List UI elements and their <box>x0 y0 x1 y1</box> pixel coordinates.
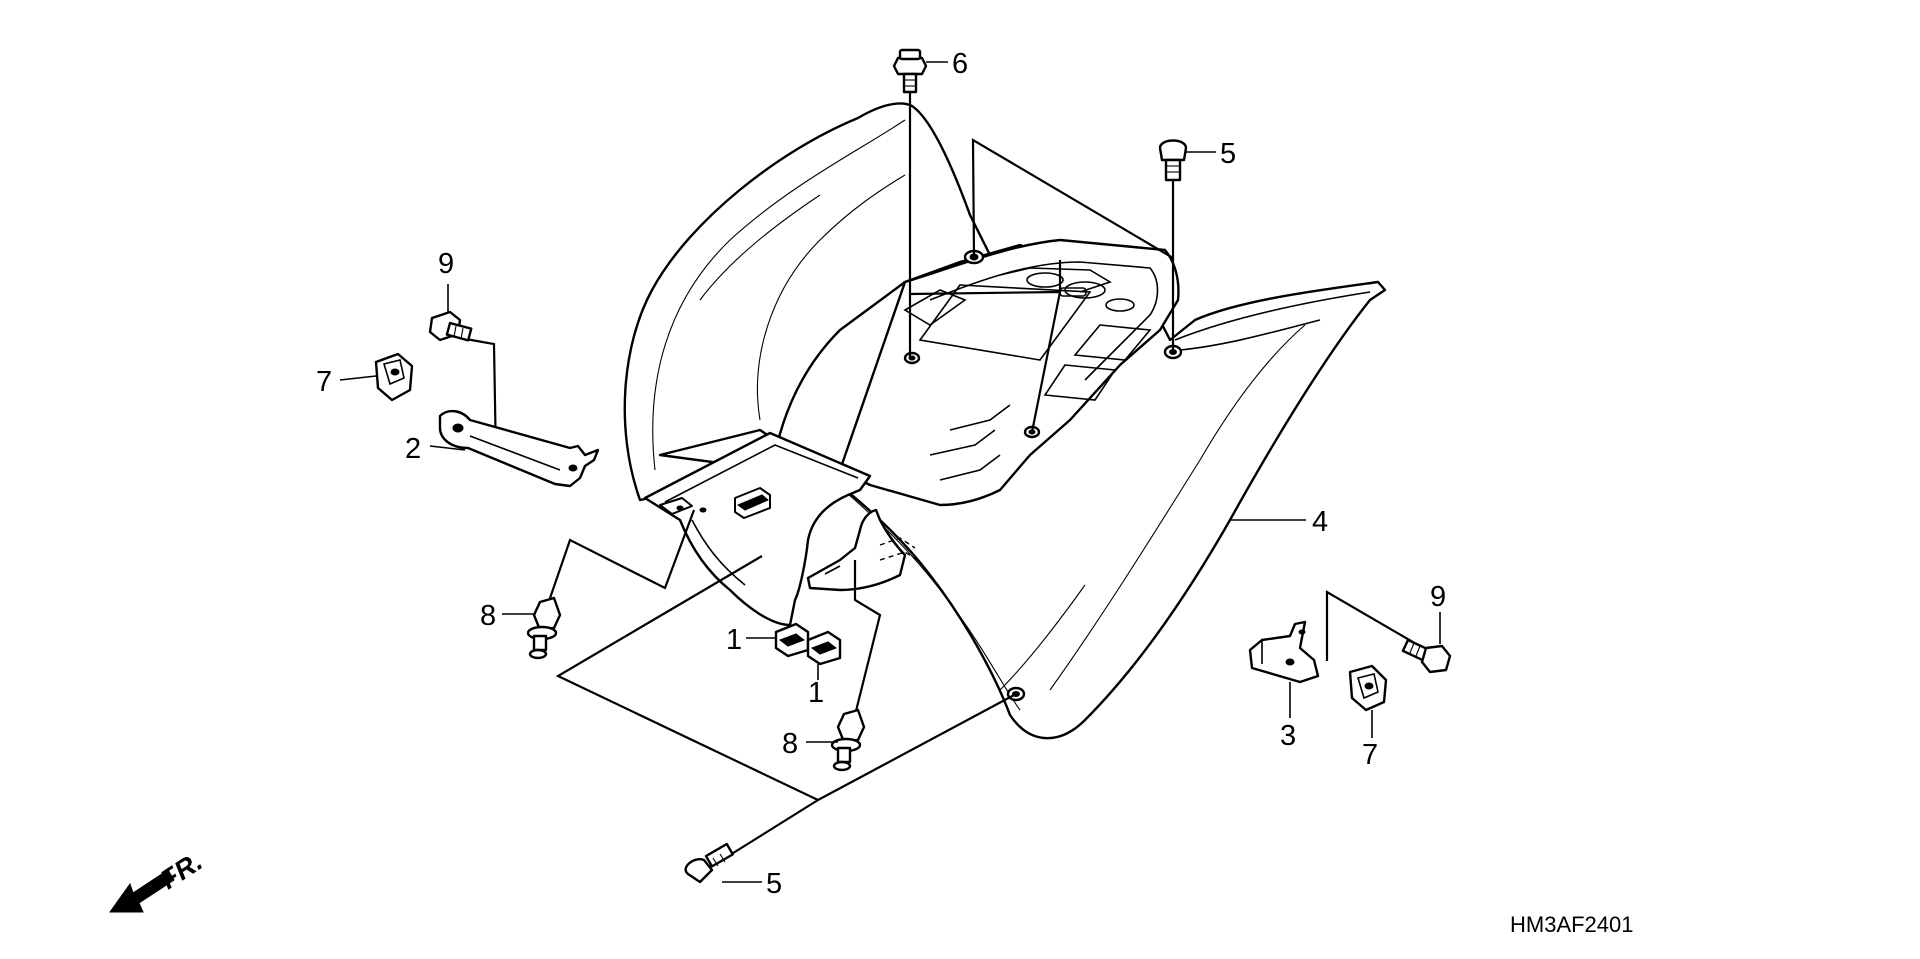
bolt-6[interactable] <box>892 48 928 94</box>
callout-8-right: 8 <box>782 728 798 760</box>
clip-nut-7-right[interactable] <box>1348 664 1388 712</box>
drawing-code: HM3AF2401 <box>1510 912 1634 937</box>
callout-1-left: 1 <box>726 624 742 656</box>
bracket-3[interactable] <box>1248 620 1320 684</box>
callout-9-right: 9 <box>1430 581 1446 613</box>
center-flap-panel[interactable] <box>806 508 921 592</box>
screw-5-top[interactable] <box>1158 139 1188 182</box>
callout-5-top: 5 <box>1220 138 1236 170</box>
screw-5-bottom[interactable] <box>684 842 734 884</box>
clip-8-right[interactable] <box>830 708 866 772</box>
clip-1-a[interactable] <box>774 622 810 658</box>
callout-5-bottom: 5 <box>766 868 782 900</box>
callout-8-left: 8 <box>480 600 496 632</box>
bracket-2[interactable] <box>438 409 600 488</box>
callout-1-right: 1 <box>808 677 824 709</box>
leader-lines <box>459 88 1419 856</box>
clip-8-left[interactable] <box>526 596 562 660</box>
callout-6: 6 <box>952 48 968 80</box>
bolt-9-right[interactable] <box>1401 638 1452 674</box>
callout-9-left: 9 <box>438 248 454 280</box>
left-flap-panel[interactable] <box>643 431 872 627</box>
rear-fender[interactable] <box>623 102 1387 740</box>
callout-2: 2 <box>405 433 421 465</box>
front-direction-arrow-icon: FR. <box>109 846 208 913</box>
bolt-9-left[interactable] <box>428 310 473 342</box>
callout-leaders <box>339 61 1441 883</box>
callout-3: 3 <box>1280 720 1296 752</box>
clip-1-b[interactable] <box>806 630 842 672</box>
clip-nut-7-left[interactable] <box>374 352 414 402</box>
callout-4: 4 <box>1312 506 1328 538</box>
grommet-inner-a <box>903 351 921 365</box>
callout-7-right: 7 <box>1362 739 1378 771</box>
callout-7-left: 7 <box>316 366 332 398</box>
